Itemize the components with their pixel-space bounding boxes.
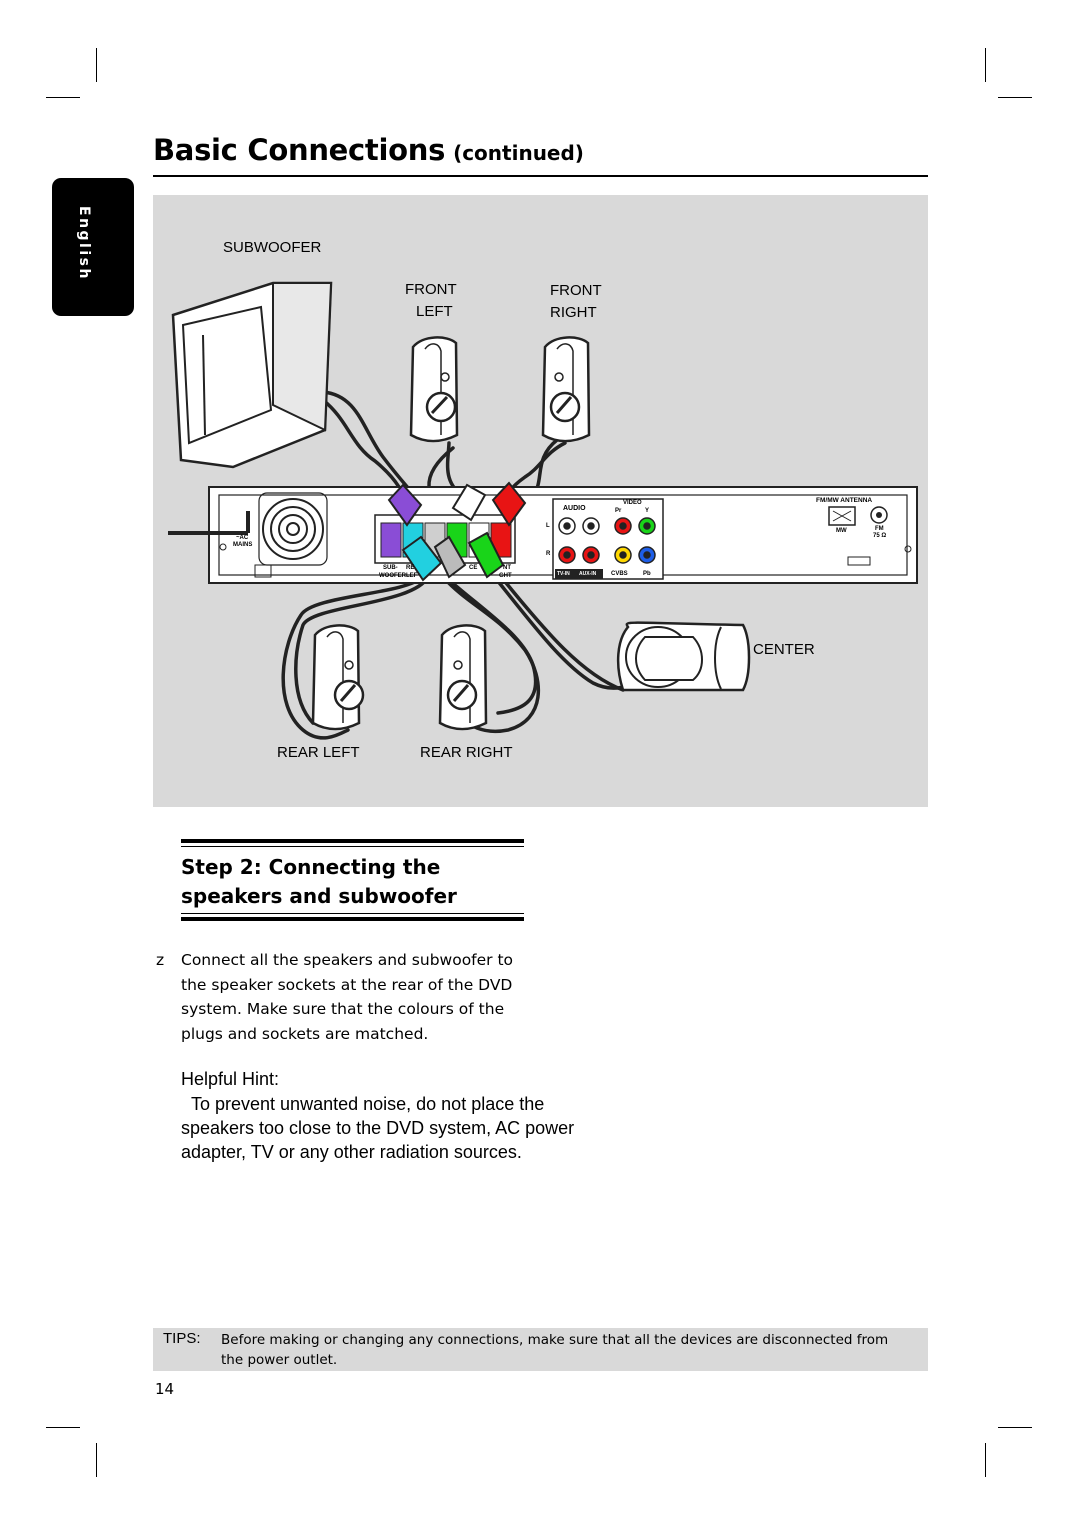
crop-mark (96, 1443, 97, 1477)
video-label: VIDEO (623, 500, 642, 506)
center-speaker (616, 621, 751, 692)
rear-socket-label-1: RE (406, 565, 415, 571)
sub-socket-label-1: SUB- (383, 565, 398, 571)
ac-mains-label-2: MAINS (233, 542, 253, 548)
fm-label: FM (875, 526, 884, 532)
crop-mark (96, 48, 97, 82)
front-right-label-line1: FRONT (550, 282, 602, 299)
pr-label: Pr (615, 508, 622, 514)
tips-box: TIPS: Before making or changing any conn… (153, 1328, 928, 1371)
crop-mark (46, 97, 80, 98)
heading-rule-top (181, 839, 524, 847)
sub-socket-label-2: WOOFER (379, 573, 406, 579)
crop-mark (998, 97, 1032, 98)
aux-in-label: AUX-IN (579, 571, 597, 577)
language-tab-label: English (76, 206, 92, 281)
hint-title: Helpful Hint: (181, 1069, 280, 1089)
page-number: 14 (155, 1380, 175, 1398)
rear-right-speaker (438, 624, 488, 731)
heading-rule-bottom (181, 913, 524, 921)
speaker-plugs (387, 481, 527, 582)
tv-in-label: TV-IN (557, 571, 570, 577)
l-label: L (546, 523, 550, 529)
front-socket-label-1: NT (503, 565, 511, 571)
antenna-label: FM/MW ANTENNA (816, 497, 873, 504)
front-left-speaker (409, 336, 459, 443)
crop-mark (985, 1443, 986, 1477)
mw-label: MW (836, 528, 847, 534)
bullet-icon: z (156, 951, 165, 969)
crop-mark (985, 48, 986, 82)
tips-text: Before making or changing any connection… (221, 1332, 889, 1368)
connection-diagram: SUBWOOFER FRONT LEFT FRONT RIGHT CENTER … (153, 195, 928, 807)
tips-label: TIPS: (163, 1330, 201, 1347)
step-heading-line2: speakers and subwoofer (181, 884, 457, 908)
front-left-label-line2: LEFT (416, 303, 453, 320)
instruction-text: Connect all the speakers and subwoofer t… (181, 951, 514, 1043)
subwoofer-label: SUBWOOFER (223, 239, 322, 256)
crop-mark (998, 1427, 1032, 1428)
front-right-label-line2: RIGHT (550, 304, 597, 321)
audio-label: AUDIO (563, 505, 586, 512)
cvbs-label: CVBS (611, 571, 628, 577)
center-label: CENTER (753, 641, 815, 658)
hint-body: To prevent unwanted noise, do not place … (181, 1094, 575, 1162)
rear-socket-label-2: LEF (406, 573, 418, 579)
rear-left-speaker (311, 624, 365, 731)
language-tab: English (52, 178, 134, 316)
front-left-label-line1: FRONT (405, 281, 457, 298)
title-rule (153, 175, 928, 177)
r-label: R (546, 551, 551, 557)
page-title-main: Basic Connections (153, 133, 446, 167)
subwoofer-cabinet (171, 281, 333, 469)
page-title-suffix: (continued) (453, 141, 584, 165)
front-socket-label-2: GHT (499, 573, 512, 579)
y-label: Y (645, 508, 650, 514)
page-title: Basic Connections (continued) (153, 133, 584, 167)
front-right-speaker (541, 336, 591, 443)
ohm-label: 75 Ω (873, 533, 887, 539)
step-heading: Step 2: Connecting the speakers and subw… (181, 853, 524, 911)
pb-label: Pb (643, 571, 651, 577)
rear-right-label: REAR RIGHT (420, 744, 513, 761)
instruction-item: z Connect all the speakers and subwoofer… (156, 948, 536, 1046)
rear-left-label: REAR LEFT (277, 744, 360, 761)
crop-mark (46, 1427, 80, 1428)
step-heading-line1: Step 2: Connecting the (181, 855, 441, 879)
dvd-rear-panel (168, 486, 918, 584)
ac-mains-label-1: ~AC (236, 535, 249, 541)
center-socket-label: CE (469, 565, 478, 571)
connection-illustration (168, 281, 918, 740)
